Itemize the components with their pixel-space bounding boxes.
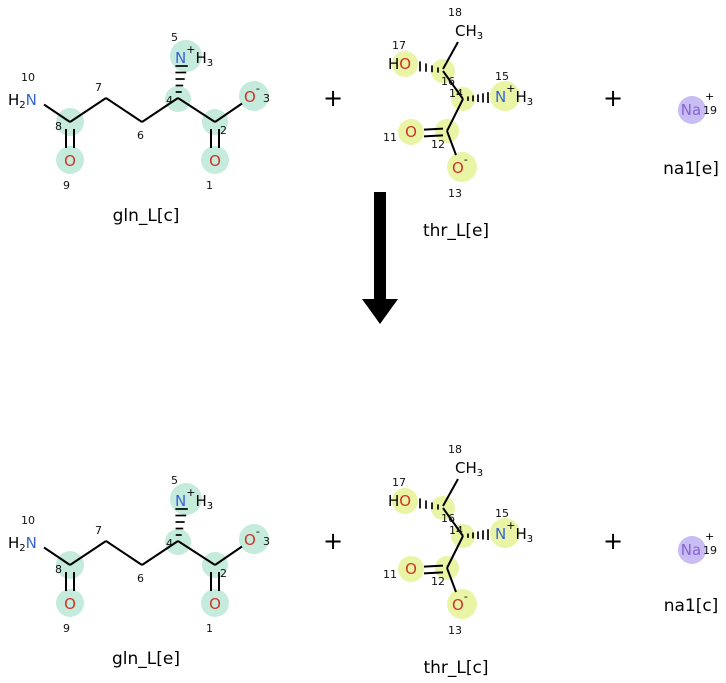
sodium-bottom xyxy=(678,530,717,564)
threonine-bottom xyxy=(382,442,535,638)
glutamine-bottom xyxy=(7,473,271,636)
threonine-top xyxy=(382,5,535,201)
gln-bottom-label: gln_L[e] xyxy=(112,649,180,669)
gln-top-label: gln_L[c] xyxy=(113,206,180,226)
thr-top-label: thr_L[e] xyxy=(423,221,489,241)
na-bottom-label: na1[c] xyxy=(664,596,719,616)
reaction-arrow xyxy=(362,192,398,324)
plus-sign: + xyxy=(323,527,343,555)
plus-sign: + xyxy=(603,527,623,555)
glutamine-top xyxy=(7,30,271,193)
plus-sign: + xyxy=(603,84,623,112)
sodium-top xyxy=(678,90,717,124)
thr-bottom-label: thr_L[c] xyxy=(423,658,488,678)
na-top-label: na1[e] xyxy=(663,159,719,179)
plus-sign: + xyxy=(323,84,343,112)
